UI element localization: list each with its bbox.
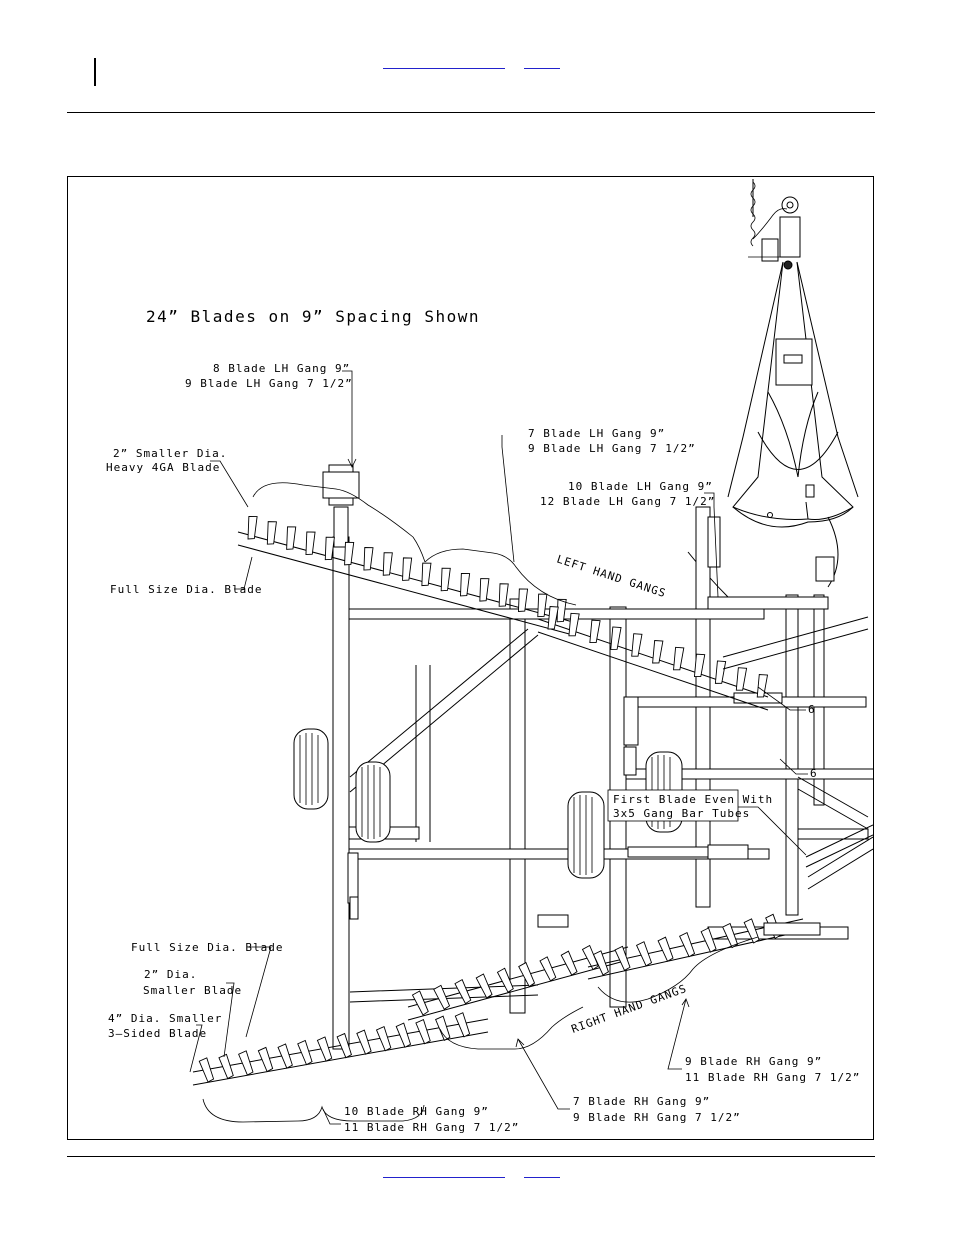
ref-6a-leader (757, 686, 806, 711)
footer-rule (67, 1156, 875, 1157)
callout-first-blade-line2: 3x5 Gang Bar Tubes (613, 807, 750, 820)
diagram-title: 24” Blades on 9” Spacing Shown (146, 307, 480, 326)
callout-lh-mid-line1: 7 Blade LH Gang 9” (528, 427, 665, 440)
callout-first-blade-line1: First Blade Even With (613, 793, 773, 806)
header-rule (67, 112, 875, 113)
callout-2in-dia-line1: 2” Dia. (144, 968, 197, 981)
callout-lh-rear-line1: 10 Blade LH Gang 9” (568, 480, 713, 493)
left-hand-gangs-label: LEFT HAND GANGS (555, 552, 668, 600)
callout-2in-dia-line2: Smaller Blade (143, 984, 242, 997)
hydraulic-cylinders (322, 464, 835, 928)
callout-rh-rear-line1: 9 Blade RH Gang 9” (685, 1055, 822, 1068)
transport-tires (293, 728, 683, 879)
lh-mid-gang (537, 604, 771, 711)
ref-number-6b: 6 (810, 767, 818, 780)
callout-rh-rear: 9 Blade RH Gang 9” 11 Blade RH Gang 7 1/… (667, 998, 860, 1084)
callout-full-size-top-text: Full Size Dia. Blade (110, 583, 262, 596)
right-hand-gangs-label: RIGHT HAND GANGS (570, 982, 689, 1036)
callout-rh-mid-line1: 7 Blade RH Gang 9” (573, 1095, 710, 1108)
footer-link-underline-2[interactable] (524, 1177, 560, 1178)
callout-rh-front-line2: 11 Blade RH Gang 7 1/2” (344, 1121, 519, 1134)
gang-brackets (202, 482, 759, 1123)
rh-front-gang (192, 1011, 489, 1086)
callout-lh-mid: 7 Blade LH Gang 9” 9 Blade LH Gang 7 1/2… (501, 427, 696, 563)
callout-full-size-bottom-text: Full Size Dia. Blade (131, 941, 283, 954)
header-link-underline-2[interactable] (524, 68, 560, 69)
callout-rh-front-line1: 10 Blade RH Gang 9” (344, 1105, 489, 1118)
callout-4in-dia-line2: 3–Sided Blade (108, 1027, 207, 1040)
callout-smaller-dia-line2: Heavy 4GA Blade (106, 461, 220, 474)
callout-lh-mid-line2: 9 Blade LH Gang 7 1/2” (528, 442, 696, 455)
header-link-underline-1[interactable] (383, 68, 505, 69)
callout-smaller-dia: 2” Smaller Dia. Heavy 4GA Blade (106, 447, 249, 508)
ref-number-6a: 6 (808, 703, 816, 716)
callout-rh-rear-line2: 11 Blade RH Gang 7 1/2” (685, 1071, 860, 1084)
callout-lh-front-line1: 8 Blade LH Gang 9” (213, 362, 350, 375)
rh-rear-gang (587, 824, 873, 980)
ref-6b-leader (779, 758, 808, 775)
lh-front-gang (237, 514, 574, 636)
callout-smaller-dia-line1: 2” Smaller Dia. (113, 447, 227, 460)
callout-2in-dia: 2” Dia. Smaller Blade (143, 968, 242, 1058)
rh-mid-gang (407, 944, 629, 1021)
lh-rear-gang (722, 616, 873, 890)
callout-lh-front: 8 Blade LH Gang 9” 9 Blade LH Gang 7 1/2… (185, 362, 357, 468)
callout-4in-dia: 4” Dia. Smaller 3–Sided Blade (108, 1012, 222, 1073)
callout-4in-dia-line1: 4” Dia. Smaller (108, 1012, 222, 1025)
callout-rh-mid: 7 Blade RH Gang 9” 9 Blade RH Gang 7 1/2… (515, 1038, 741, 1124)
callout-lh-front-line2: 9 Blade LH Gang 7 1/2” (185, 377, 353, 390)
diagram-frame: 24” Blades on 9” Spacing Shown 8 Blade L… (67, 176, 874, 1140)
callout-rh-mid-line2: 9 Blade RH Gang 7 1/2” (573, 1111, 741, 1124)
callout-full-size-bottom: Full Size Dia. Blade (131, 941, 283, 1038)
harrow-diagram: 24” Blades on 9” Spacing Shown 8 Blade L… (106, 179, 873, 1134)
callout-lh-rear: 10 Blade LH Gang 9” 12 Blade LH Gang 7 1… (540, 480, 719, 598)
callout-full-size-top: Full Size Dia. Blade (110, 556, 262, 596)
callout-rh-front: 10 Blade RH Gang 9” 11 Blade RH Gang 7 1… (322, 1105, 519, 1134)
header-margin-bar (94, 58, 96, 86)
footer-link-underline-1[interactable] (383, 1177, 505, 1178)
callout-lh-rear-line2: 12 Blade LH Gang 7 1/2” (540, 495, 715, 508)
hitch-assembly (687, 179, 859, 598)
callout-first-blade: First Blade Even With 3x5 Gang Bar Tubes (607, 789, 807, 856)
